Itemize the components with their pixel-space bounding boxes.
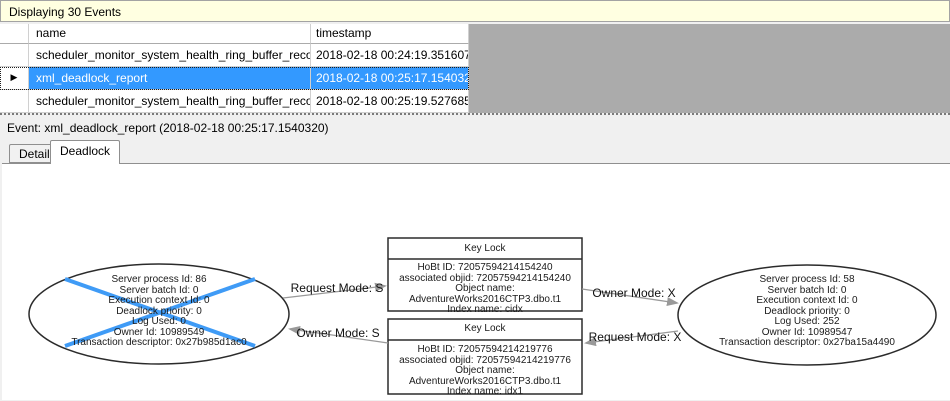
node-line: Log Used: 0 [132, 316, 186, 327]
pane-splitter[interactable] [0, 113, 950, 117]
deadlock-graph-panel: Server process Id: 86 Server batch Id: 0… [2, 163, 950, 400]
resource-node-keylock-bottom[interactable] [387, 318, 583, 395]
process-node-victim[interactable]: Server process Id: 86 Server batch Id: 0… [39, 274, 279, 349]
tab-strip: Details Deadlock [2, 139, 950, 164]
node-line: Execution context Id: 0 [756, 295, 858, 306]
edge-owner-s-arrow [288, 325, 389, 344]
node-line: Server batch Id: 0 [119, 284, 199, 296]
resource-title: Key Lock [464, 323, 506, 334]
node-line: HoBt ID: 72057594214219776 [417, 344, 553, 355]
node-line: Owner Id: 10989549 [113, 326, 205, 338]
resource-title: Key Lock [464, 243, 506, 254]
node-line: Log Used: 252 [774, 316, 840, 327]
tab-deadlock[interactable]: Deadlock [50, 140, 121, 164]
process-node-ellipse[interactable] [677, 264, 937, 366]
resource-node-keylock-top[interactable] [387, 237, 583, 312]
node-line: Object name: AdventureWorks2016CTP3.dbo.… [408, 283, 562, 305]
event-timestamp-cell[interactable]: 2018-02-18 00:25:19.5276859 [311, 90, 469, 113]
events-count-bar: Displaying 30 Events [0, 0, 950, 22]
edge-label-owner-mode-x: Owner Mode: X [592, 286, 676, 300]
node-line: Server process Id: 58 [759, 274, 855, 285]
process-node[interactable]: Server process Id: 58 Server batch Id: 0… [687, 274, 927, 349]
row-selector-cell[interactable] [0, 44, 29, 67]
current-row-indicator-icon: ▶ [10, 72, 18, 82]
node-line: associated objid: 72057594214154240 [399, 272, 571, 284]
edge-label-request-mode-s: Request Mode: S [290, 281, 384, 295]
table-row[interactable]: scheduler_monitor_system_health_ring_buf… [0, 44, 469, 67]
event-name-cell[interactable]: scheduler_monitor_system_health_ring_buf… [29, 44, 311, 67]
column-header-name[interactable]: name [29, 24, 311, 44]
node-line: Deadlock priority: 0 [764, 305, 850, 317]
table-row[interactable]: scheduler_monitor_system_health_ring_buf… [0, 90, 469, 113]
node-line: Transaction descriptor: 0x27b985d1ac0 [71, 337, 247, 348]
node-line: Execution context Id: 0 [108, 295, 210, 306]
resource-node-keylock-top-text[interactable]: HoBt ID: 72057594214154240 associated ob… [387, 262, 583, 316]
node-line: Index name: idx1 [446, 386, 524, 397]
edge-request-s-arrow [282, 282, 387, 299]
node-line: Server process Id: 86 [111, 274, 207, 285]
node-line: Server batch Id: 0 [767, 284, 847, 296]
edge-label-owner-mode-s: Owner Mode: S [296, 326, 380, 340]
table-row-selected[interactable]: ▶ xml_deadlock_report 2018-02-18 00:25:1… [0, 67, 469, 90]
edge-owner-x-arrow [581, 288, 679, 306]
node-line: Index name: cidx [447, 304, 523, 315]
victim-cross-icon [64, 277, 256, 348]
events-grid: name timestamp scheduler_monitor_system_… [0, 24, 950, 114]
events-grid-header: name timestamp [0, 24, 469, 44]
event-name-cell[interactable]: scheduler_monitor_system_health_ring_buf… [29, 90, 311, 113]
row-selector-header-cell[interactable] [0, 24, 29, 44]
node-line: Deadlock priority: 0 [116, 305, 202, 317]
node-line: HoBt ID: 72057594214154240 [417, 262, 553, 273]
selected-event-summary: Event: xml_deadlock_report (2018-02-18 0… [0, 117, 950, 139]
event-timestamp-cell[interactable]: 2018-02-18 00:25:17.1540320 [311, 67, 469, 90]
column-header-timestamp[interactable]: timestamp [311, 24, 469, 44]
row-selector-cell[interactable]: ▶ [0, 67, 29, 90]
node-line: associated objid: 72057594214219776 [399, 354, 571, 366]
selected-event-summary-text: Event: xml_deadlock_report (2018-02-18 0… [7, 121, 329, 135]
events-count-text: Displaying 30 Events [9, 5, 122, 19]
edge-label-request-mode-x: Request Mode: X [588, 330, 682, 344]
node-line: Owner Id: 10989547 [761, 326, 853, 338]
node-line: Object name: AdventureWorks2016CTP3.dbo.… [408, 365, 562, 387]
node-line: Transaction descriptor: 0x27ba15a4490 [719, 337, 895, 348]
resource-node-keylock-bottom-text[interactable]: HoBt ID: 72057594214219776 associated ob… [387, 344, 583, 398]
event-timestamp-cell[interactable]: 2018-02-18 00:24:19.3516078 [311, 44, 469, 67]
row-selector-cell[interactable] [0, 90, 29, 113]
event-name-cell[interactable]: xml_deadlock_report [29, 67, 311, 90]
edge-request-x-arrow [584, 330, 679, 347]
deadlock-graph-canvas [28, 237, 937, 395]
